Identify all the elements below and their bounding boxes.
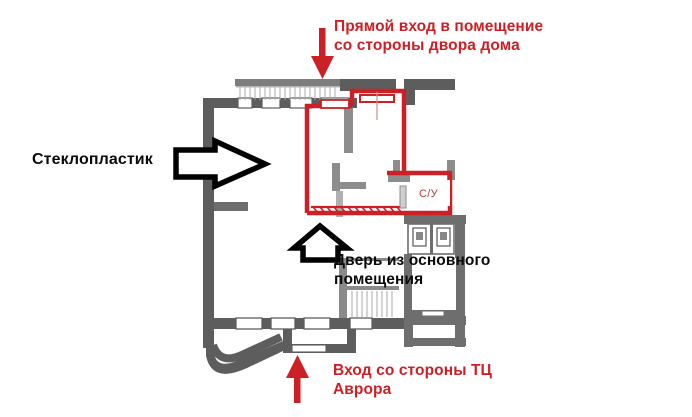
annotation-inner-door: Дверь из основного помещения <box>334 252 491 288</box>
stairs-bottom <box>351 291 393 317</box>
unit-door-openings <box>320 92 395 120</box>
red-hatched-partition <box>311 205 404 214</box>
arrow-up-red-icon <box>286 355 309 403</box>
annotation-left-material: Стеклопластик <box>32 151 153 168</box>
wc-door-jamb <box>399 185 407 209</box>
room-label-wc: С/У <box>419 188 438 200</box>
arrow-down-red-icon <box>311 28 334 79</box>
arrow-up-outline-icon <box>286 222 355 263</box>
annotation-bottom-entrance: Вход со стороны ТЦ Аврора <box>333 362 492 398</box>
wc-label-box <box>410 180 450 206</box>
arrow-right-outline-icon <box>173 136 272 191</box>
structural-walls <box>203 79 466 374</box>
annotation-top-entrance: Прямой вход в помещение со стороны двора… <box>334 18 544 54</box>
stairs-top <box>239 86 336 100</box>
